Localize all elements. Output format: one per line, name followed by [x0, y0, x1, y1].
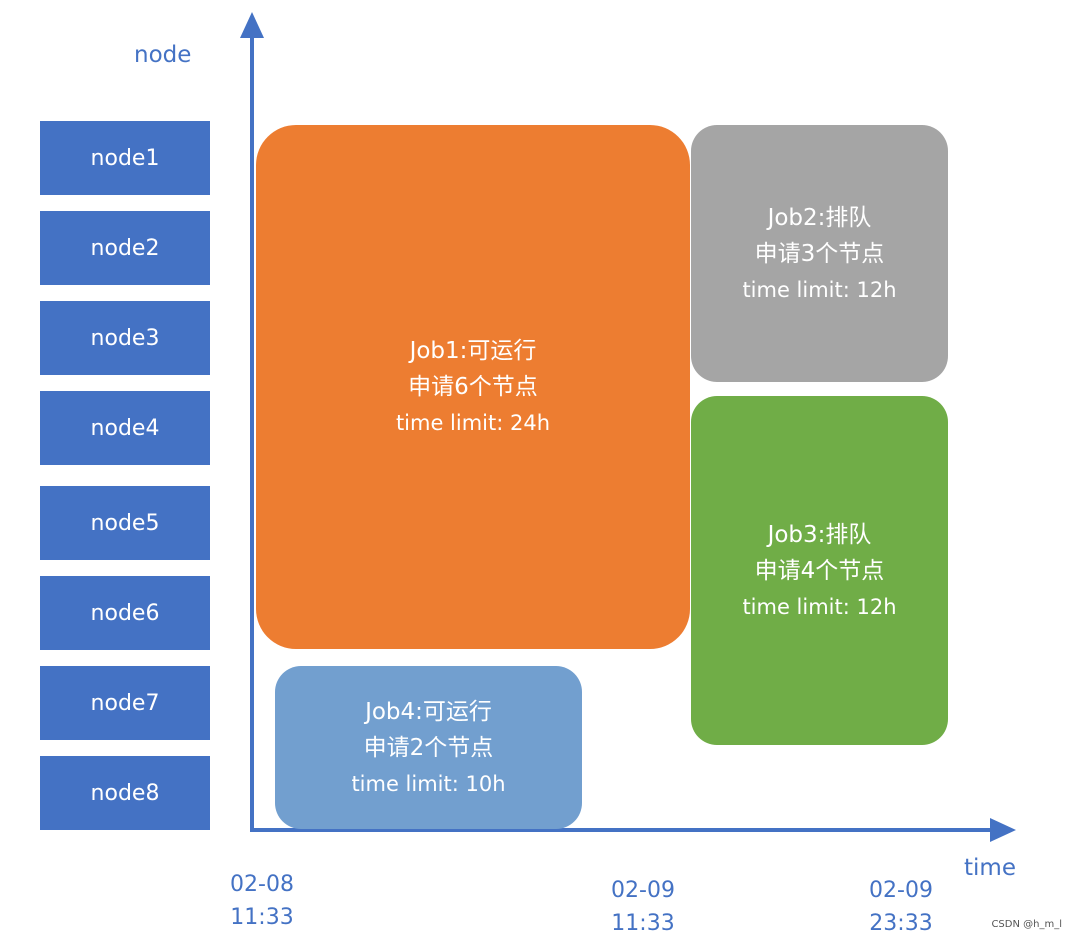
job3-block: Job3:排队 申请4个节点 time limit: 12h — [691, 396, 948, 745]
job3-title: Job3:排队 — [767, 521, 872, 548]
time-tick-1-date: 02-08 — [230, 872, 294, 897]
job3-request: 申请4个节点 — [754, 557, 885, 584]
job1-request: 申请6个节点 — [408, 374, 538, 400]
x-axis-arrow — [990, 818, 1016, 842]
time-tick-2: 02-09 11:33 — [603, 874, 683, 940]
time-tick-1: 02-08 11:33 — [222, 868, 302, 934]
time-tick-3-date: 02-09 — [869, 878, 933, 903]
node-box-4: node4 — [40, 391, 210, 465]
node-box-5: node5 — [40, 486, 210, 560]
node-box-7: node7 — [40, 666, 210, 740]
job4-request: 申请2个节点 — [363, 734, 494, 761]
job2-request: 申请3个节点 — [754, 240, 885, 267]
job4-block: Job4:可运行 申请2个节点 time limit: 10h — [275, 666, 582, 829]
job1-block: Job1:可运行 申请6个节点 time limit: 24h — [256, 125, 690, 649]
node-box-6: node6 — [40, 576, 210, 650]
job2-title: Job2:排队 — [767, 204, 872, 231]
time-tick-3-time: 23:33 — [869, 911, 933, 936]
job4-limit: time limit: 10h — [351, 771, 506, 796]
time-tick-3: 02-09 23:33 — [861, 874, 941, 940]
job2-block: Job2:排队 申请3个节点 time limit: 12h — [691, 125, 948, 382]
job1-title: Job1:可运行 — [409, 338, 537, 364]
node-box-1: node1 — [40, 121, 210, 195]
job2-limit: time limit: 12h — [742, 277, 897, 302]
y-axis-label: node — [134, 42, 192, 68]
time-tick-1-time: 11:33 — [230, 905, 294, 930]
job4-title: Job4:可运行 — [365, 698, 492, 725]
y-axis-arrow — [240, 12, 264, 38]
job3-limit: time limit: 12h — [742, 594, 897, 619]
job1-limit: time limit: 24h — [395, 411, 551, 435]
x-axis-label: time — [964, 855, 1016, 881]
time-tick-2-time: 11:33 — [611, 911, 675, 936]
node-box-2: node2 — [40, 211, 210, 285]
watermark: CSDN @h_m_l — [991, 919, 1062, 930]
node-box-3: node3 — [40, 301, 210, 375]
time-tick-2-date: 02-09 — [611, 878, 675, 903]
node-box-8: node8 — [40, 756, 210, 830]
